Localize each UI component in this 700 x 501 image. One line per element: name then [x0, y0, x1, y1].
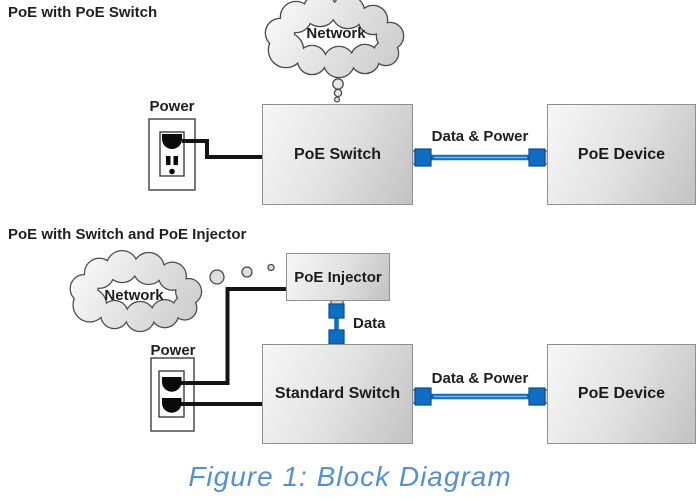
poe-switch-box: PoE Switch: [262, 104, 413, 205]
section-title-bottom: PoE with Switch and PoE Injector: [8, 226, 247, 243]
power-cable-top: [182, 139, 263, 159]
data-power-cable-top: [406, 148, 554, 167]
data-label: Data: [353, 315, 386, 332]
plug-icon: [162, 398, 182, 413]
data-cable-vertical: [328, 297, 345, 347]
poe-injector-label: PoE Injector: [294, 268, 382, 286]
network-label-bottom: Network: [104, 287, 164, 304]
plug-icon: [162, 377, 182, 392]
data-power-cable-bottom: [406, 387, 554, 406]
standard-switch-box: Standard Switch: [262, 344, 413, 444]
bubble-trail-top: [332, 78, 344, 103]
power-label-top: Power: [149, 98, 195, 115]
poe-injector-box: PoE Injector: [286, 253, 390, 301]
figure-caption: Figure 1: Block Diagram: [188, 461, 512, 492]
data-power-label-top: Data & Power: [431, 128, 529, 145]
power-outlet-bottom: [150, 357, 195, 432]
section-title-top: PoE with PoE Switch: [8, 4, 158, 21]
power-cable-injector: [181, 287, 286, 385]
bubble-trail-bottom: [209, 263, 275, 285]
poe-switch-label: PoE Switch: [293, 145, 382, 163]
network-cloud-top: [264, 0, 405, 79]
data-power-label-bottom: Data & Power: [431, 370, 529, 387]
plug-icon: [162, 134, 182, 149]
poe-device-label-bottom: PoE Device: [577, 385, 666, 402]
poe-device-label-top: PoE Device: [577, 145, 666, 163]
network-label-top: Network: [306, 25, 366, 42]
poe-device-box-top: PoE Device: [547, 104, 696, 205]
poe-device-box-bottom: PoE Device: [547, 344, 696, 444]
network-cloud-bottom: [69, 249, 203, 333]
standard-switch-label: Standard Switch: [274, 385, 401, 402]
power-outlet-top: [148, 118, 196, 191]
power-label-bottom: Power: [150, 342, 196, 359]
